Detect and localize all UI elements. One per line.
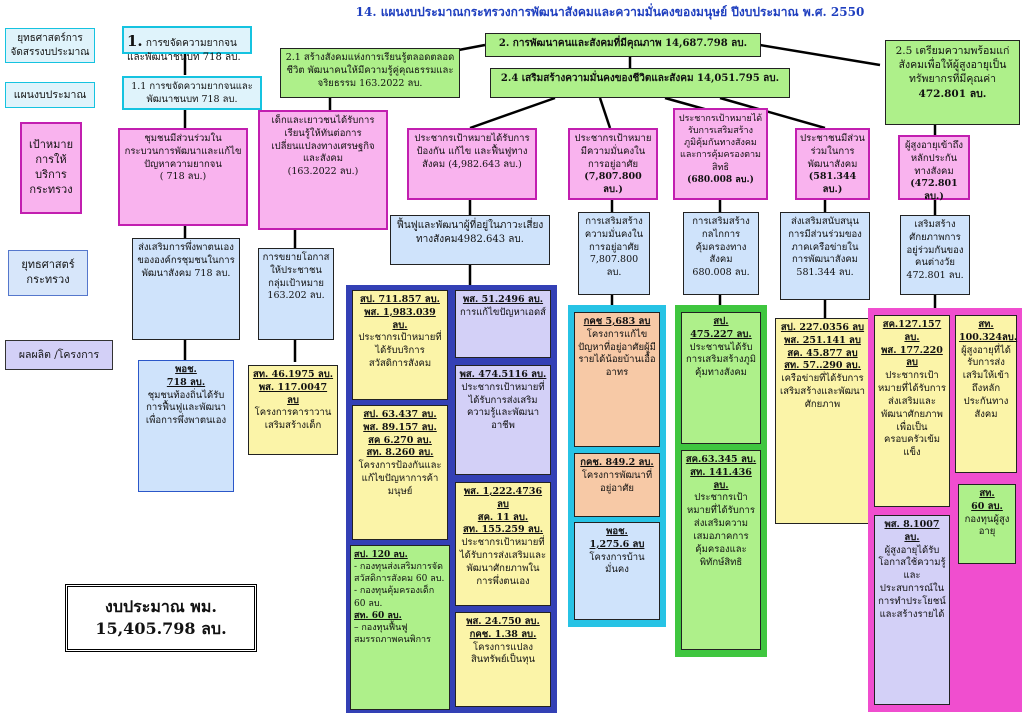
col4-output-c: พอช.1,275.6 ลบโครงการบ้านมั่นคง [574,522,660,620]
plan-2-5-box: 2.5 เตรียมความพร้อมแก่สังคมเพื่อให้ผู้สู… [885,40,1020,125]
label-ministry-strategy: ยุทธศาสตร์กระทรวง [8,250,88,296]
col4-output-b: กคช. 849.2 ลบ.โครงการพัฒนาที่อยู่อาศัย [574,453,660,517]
label-strategy-alloc: ยุทธศาสตร์การจัดสรรงบประมาณ [5,28,95,63]
strategy-1-box: 1. การขจัดความยากจนและพัฒนาชนบท 718 ลบ. [122,26,252,63]
col4-target-box: ประชากรเป้าหมายมีความมั่นคงในการอยู่อาศั… [568,128,658,200]
label-output-project: ผลผลิต /โครงการ [5,340,113,370]
col2-output-box: สท. 46.1975 ลบ.พส. 117.0047 ลบโครงการคาร… [248,365,338,455]
label-budget-plan: แผนงบประมาณ [5,82,95,108]
col3-output-c: สป. 120 ลบ.- กองทุนส่งเสริมการจัดสวัสดิก… [350,545,450,710]
col6-output-box: สป. 227.0356 ลบพส. 251.141 ลบสค. 45.877 … [775,318,870,524]
col3-mstrategy-box: ฟื้นฟูและพัฒนาผู้ที่อยู่ในภาวะเสี่ยงทางส… [390,215,550,265]
col1-target-box: ชุมชนมีส่วนร่วมในกระบวนการพัฒนาและแก้ไขป… [118,128,248,226]
col7-output-a: สค.127.157 ลบ.พส. 177.220 ลบประชากรเป้าห… [874,315,950,507]
col7-output-c: พส. 8.1007 ลบ.ผู้สูงอายุได้รับโอกาสใช้คว… [874,515,950,705]
col1-mstrategy-box: ส่งเสริมการพึ่งพาตนเองขององค์กรชุมชนในกา… [132,238,240,340]
label-ministry-target: เป้าหมายการให้บริการกระทรวง [20,122,82,214]
col3-target-box: ประชากรเป้าหมายได้รับการป้องกัน แก้ไข แล… [407,128,537,200]
plan-2-1-box: 2.1 สร้างสังคมแห่งการเรียนรู้ตลอดตลอดชีว… [280,48,460,98]
strategy-2-box: 2. การพัฒนาคนและสังคมที่มีคุณภาพ 14,687.… [485,33,761,57]
col3-output-b: สป. 63.437 ลบ.พส. 89.157 ลบ.สค 6.270 ลบ.… [352,405,448,540]
col6-target-box: ประชาชนมีส่วนร่วมในการพัฒนาสังคม(581.344… [795,128,870,200]
col7-target-box: ผู้สูงอายุเข้าถึงหลักประกันทางสังคม(472.… [898,135,970,202]
col3-output-g: พส. 24.750 ลบ.กคช. 1.38 ลบ.โครงการแปลงสิ… [455,612,551,707]
col3-output-a: สป. 711.857 ลบ.พส. 1,983.039 ลบ.ประชากรเ… [352,290,448,400]
col1-output-box: พอช.718 ลบ.ชุมชนท้องถิ่นได้รับการฟื้นฟูแ… [138,360,234,492]
col7-output-b: สท.100.324ลบ.ผู้สูงอายุที่ได้รับการส่งเส… [955,315,1017,473]
col3-output-d: พส. 51.2496 ลบ.การแก้ไขปัญหาเอดส์ [455,290,551,358]
col6-mstrategy-box: ส่งเสริมสนับสนุนการมีส่วนร่วมของภาคเครือ… [780,212,870,300]
col3-output-e: พส. 474.5116 ลบ.ประชากรเป้าหมายที่ได้รับ… [455,365,551,475]
col5-target-box: ประชากรเป้าหมายได้รับการเสริมสร้างภูมิคุ… [673,108,768,200]
total-budget-box: งบประมาณ พม.15,405.798 ลบ. [65,584,257,652]
col2-target-box: เด็กและเยาวชนได้รับการเรียนรู้ให้ทันต่อก… [258,110,388,230]
col4-output-a: กคช 5,683 ลบโครงการแก้ไขปัญหาที่อยู่อาศั… [574,312,660,447]
plan-1-1-box: 1.1 การขจัดความยากจนและพัฒนาชนบท 718 ลบ. [122,76,262,110]
col5-output-b: สค.63.345 ลบ.สท. 141.436 ลบ.ประชากรเป้าห… [681,450,761,650]
col3-output-f: พส. 1,222.4736 ลบสค. 11 ลบ.สท. 155.259 ล… [455,482,551,606]
col7-output-d: สท.60 ลบ.กองทุนผู้สูงอายุ [958,484,1016,564]
col7-mstrategy-box: เสริมสร้างศักยภาพการอยู่ร่วมกันของคนต่าง… [900,215,970,295]
page-title: 14. แผนงบประมาณกระทรวงการพัฒนาสังคมและคว… [355,5,865,19]
plan-2-4-box: 2.4 เสริมสร้างความมั่นคงของชีวิตและสังคม… [490,68,790,98]
col5-output-a: สป.475.227 ลบ.ประชาชนได้รับการเสริมสร้าง… [681,312,761,444]
